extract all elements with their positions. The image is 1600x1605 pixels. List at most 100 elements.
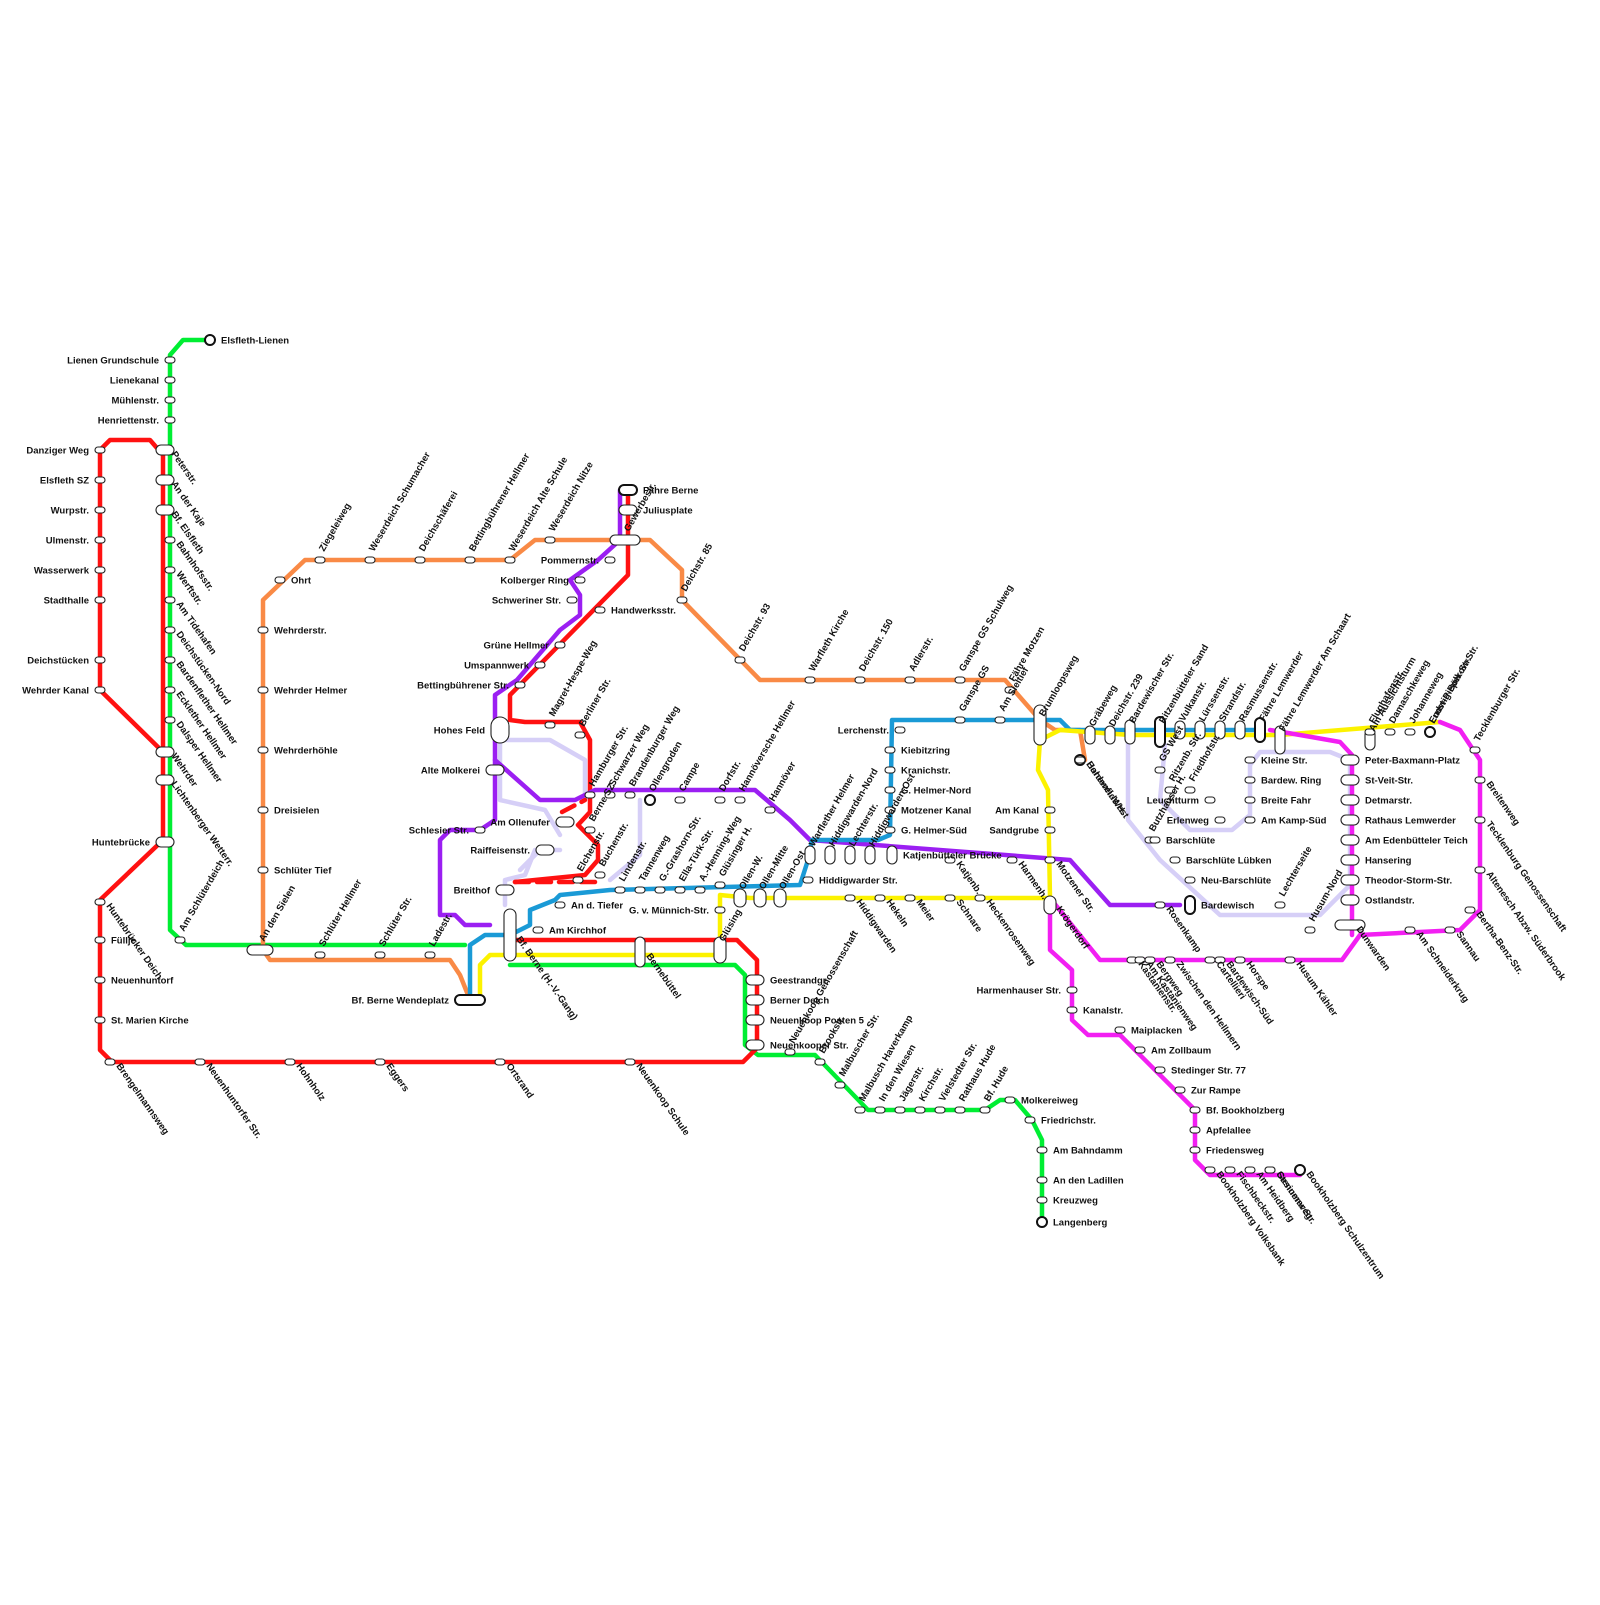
stop-73-marker[interactable]	[675, 797, 685, 803]
stop-224-marker[interactable]	[1295, 1165, 1305, 1175]
stop-196-marker[interactable]	[1185, 877, 1195, 883]
stop-97-marker[interactable]	[774, 889, 786, 907]
stop-143-marker[interactable]	[885, 767, 895, 773]
stop-151-marker[interactable]	[1075, 757, 1085, 763]
stop-58-marker[interactable]	[575, 577, 585, 583]
stop-36-marker[interactable]	[625, 1059, 635, 1065]
stop-50-marker[interactable]	[415, 557, 425, 563]
stop-219-marker[interactable]	[1205, 1167, 1215, 1173]
stop-85-marker[interactable]	[675, 887, 685, 893]
stop-197-marker[interactable]	[1185, 896, 1195, 914]
stop-181-marker[interactable]	[1341, 815, 1359, 825]
stop-189-marker[interactable]	[1465, 907, 1475, 913]
stop-174-marker[interactable]	[1245, 757, 1255, 763]
stop-211-marker[interactable]	[1067, 1007, 1077, 1013]
stop-26-marker[interactable]	[175, 937, 185, 943]
stop-147-marker[interactable]	[955, 717, 965, 723]
stop-139-marker[interactable]	[1007, 857, 1017, 863]
stop-54-marker[interactable]	[610, 535, 640, 545]
stop-66-marker[interactable]	[475, 827, 485, 833]
stop-45-marker[interactable]	[375, 952, 385, 958]
stop-41-marker[interactable]	[258, 807, 268, 813]
stop-136-marker[interactable]	[945, 895, 955, 901]
stop-49-marker[interactable]	[365, 557, 375, 563]
stop-177-marker[interactable]	[1245, 817, 1255, 823]
stop-90-marker[interactable]	[715, 907, 725, 913]
stop-23-marker[interactable]	[165, 717, 175, 723]
stop-213-marker[interactable]	[1135, 1047, 1145, 1053]
stop-5-marker[interactable]	[95, 447, 105, 453]
stop-27-marker[interactable]	[95, 899, 105, 905]
stop-101-marker[interactable]	[746, 1040, 764, 1050]
stop-60-marker[interactable]	[595, 607, 605, 613]
stop-95-marker[interactable]	[734, 889, 746, 907]
stop-80-marker[interactable]	[573, 877, 583, 883]
stop-216-marker[interactable]	[1190, 1107, 1200, 1113]
stop-209-marker[interactable]	[1235, 957, 1245, 963]
stop-128-marker[interactable]	[825, 846, 835, 864]
stop-220-marker[interactable]	[1225, 1167, 1235, 1173]
stop-40-marker[interactable]	[258, 747, 268, 753]
stop-133-marker[interactable]	[845, 895, 855, 901]
stop-109-marker[interactable]	[935, 1107, 945, 1113]
stop-110-marker[interactable]	[955, 1107, 965, 1113]
stop-112-marker[interactable]	[1005, 1097, 1015, 1103]
stop-6-marker[interactable]	[95, 477, 105, 483]
stop-108-marker[interactable]	[915, 1107, 925, 1113]
stop-87-marker[interactable]	[715, 882, 725, 888]
stop-71-marker[interactable]	[625, 792, 635, 798]
stop-141-marker[interactable]	[895, 727, 905, 733]
stop-68-marker[interactable]	[575, 732, 585, 738]
stop-107-marker[interactable]	[895, 1107, 905, 1113]
stop-172-marker[interactable]	[1205, 797, 1215, 803]
stop-183-marker[interactable]	[1341, 855, 1359, 865]
stop-11-marker[interactable]	[95, 657, 105, 663]
stop-210-marker[interactable]	[1067, 987, 1077, 993]
stop-187-marker[interactable]	[1475, 817, 1485, 823]
stop-84-marker[interactable]	[655, 887, 665, 893]
stop-12-marker[interactable]	[95, 687, 105, 693]
stop-199-marker[interactable]	[1305, 927, 1315, 933]
stop-38-marker[interactable]	[258, 627, 268, 633]
stop-62-marker[interactable]	[535, 662, 545, 668]
stop-1-marker[interactable]	[165, 357, 175, 363]
stop-10-marker[interactable]	[95, 597, 105, 603]
stop-120-marker[interactable]	[805, 677, 815, 683]
stop-142-marker[interactable]	[885, 747, 895, 753]
stop-132-marker[interactable]	[803, 877, 813, 883]
stop-104-marker[interactable]	[835, 1082, 845, 1088]
stop-150-marker[interactable]	[1045, 827, 1055, 833]
stop-212-marker[interactable]	[1115, 1027, 1125, 1033]
stop-135-marker[interactable]	[905, 895, 915, 901]
stop-117-marker[interactable]	[1037, 1217, 1047, 1227]
stop-96-marker[interactable]	[754, 889, 766, 907]
stop-118-marker[interactable]	[677, 597, 687, 603]
stop-206-marker[interactable]	[1165, 957, 1175, 963]
stop-29-marker[interactable]	[95, 977, 105, 983]
stop-106-marker[interactable]	[875, 1107, 885, 1113]
stop-17-marker[interactable]	[165, 537, 175, 543]
stop-7-marker[interactable]	[95, 507, 105, 513]
stop-111-marker[interactable]	[980, 1107, 990, 1113]
stop-223-marker[interactable]	[1265, 1167, 1275, 1173]
stop-74-marker[interactable]	[715, 797, 725, 803]
stop-129-marker[interactable]	[845, 846, 855, 864]
stop-103-marker[interactable]	[815, 1059, 825, 1065]
stop-169-marker[interactable]	[1155, 767, 1165, 773]
stop-218-marker[interactable]	[1190, 1147, 1200, 1153]
stop-19-marker[interactable]	[165, 597, 175, 603]
stop-42-marker[interactable]	[258, 867, 268, 873]
stop-144-marker[interactable]	[885, 787, 895, 793]
stop-72-marker[interactable]	[645, 795, 655, 805]
stop-57-marker[interactable]	[605, 557, 615, 563]
stop-134-marker[interactable]	[875, 895, 885, 901]
stop-194-marker[interactable]	[1150, 837, 1160, 843]
stop-182-marker[interactable]	[1341, 835, 1359, 845]
stop-115-marker[interactable]	[1037, 1177, 1047, 1183]
stop-195-marker[interactable]	[1170, 857, 1180, 863]
stop-148-marker[interactable]	[995, 717, 1005, 723]
stop-21-marker[interactable]	[165, 657, 175, 663]
stop-171-marker[interactable]	[1185, 787, 1195, 793]
stop-131-marker[interactable]	[887, 846, 897, 864]
stop-65-marker[interactable]	[486, 765, 504, 775]
